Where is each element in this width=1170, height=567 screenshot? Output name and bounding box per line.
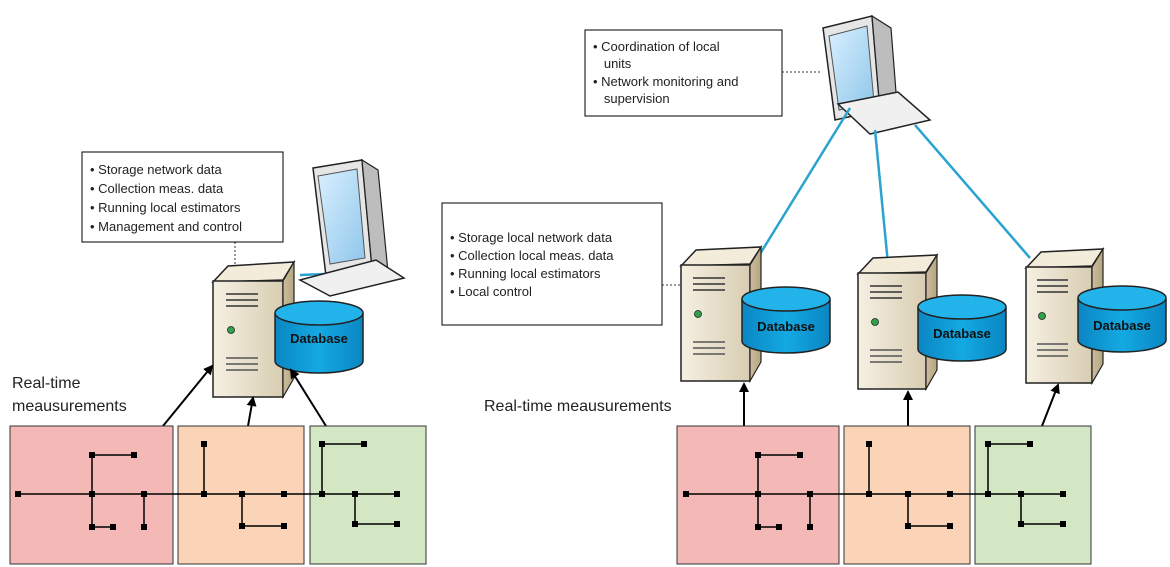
callout-line: • Coordination of local bbox=[593, 39, 720, 54]
arrow bbox=[289, 368, 327, 427]
database-icon: Database bbox=[741, 286, 831, 354]
callout-line: • Storage local network data bbox=[450, 230, 613, 245]
database-icon: Database bbox=[917, 294, 1007, 362]
callout-line: units bbox=[593, 56, 632, 71]
local-callout: • Storage local network data • Collectio… bbox=[441, 202, 682, 326]
left-callout: • Storage network data • Collection meas… bbox=[81, 151, 284, 268]
callout-line: • Network monitoring and bbox=[593, 74, 738, 89]
network-link bbox=[758, 107, 852, 255]
database-icon: Database bbox=[274, 300, 364, 374]
left-centralized-scheme: • Storage network data • Collection meas… bbox=[9, 151, 427, 565]
network-link bbox=[914, 124, 1031, 259]
callout-line: • Running local estimators bbox=[450, 266, 601, 281]
server-icon bbox=[856, 252, 939, 392]
measurements-label: Real-time meausurements bbox=[484, 398, 672, 415]
callout-box bbox=[584, 29, 783, 117]
monitor-icon bbox=[297, 158, 406, 297]
database-label: Database bbox=[290, 331, 348, 346]
database-label: Database bbox=[933, 326, 991, 341]
network-area-3 bbox=[309, 425, 427, 565]
arrow bbox=[1041, 383, 1060, 427]
grid-network bbox=[15, 441, 400, 530]
callout-line: • Local control bbox=[450, 284, 532, 299]
monitor-icon bbox=[822, 14, 932, 135]
measurements-label: meausurements bbox=[12, 398, 127, 415]
callout-line: • Collection local meas. data bbox=[450, 248, 614, 263]
callout-line: • Management and control bbox=[90, 219, 242, 234]
database-icon: Database bbox=[1077, 285, 1167, 353]
measurements-label: Real-time bbox=[12, 375, 81, 392]
database-label: Database bbox=[757, 319, 815, 334]
grid-network bbox=[683, 441, 1066, 530]
network-area-3 bbox=[974, 425, 1092, 565]
callout-line: • Storage network data bbox=[90, 162, 223, 177]
coordinator-callout: • Coordination of local units • Network … bbox=[584, 29, 822, 117]
arrow bbox=[162, 364, 214, 427]
database-label: Database bbox=[1093, 318, 1151, 333]
callout-box bbox=[441, 202, 663, 326]
callout-line: supervision bbox=[593, 91, 670, 106]
network-link bbox=[873, 129, 890, 265]
arrow bbox=[246, 396, 257, 427]
callout-line: • Collection meas. data bbox=[90, 181, 224, 196]
callout-line: • Running local estimators bbox=[90, 200, 241, 215]
callout-box bbox=[81, 151, 284, 243]
right-distributed-scheme: • Coordination of local units • Network … bbox=[441, 14, 1167, 565]
